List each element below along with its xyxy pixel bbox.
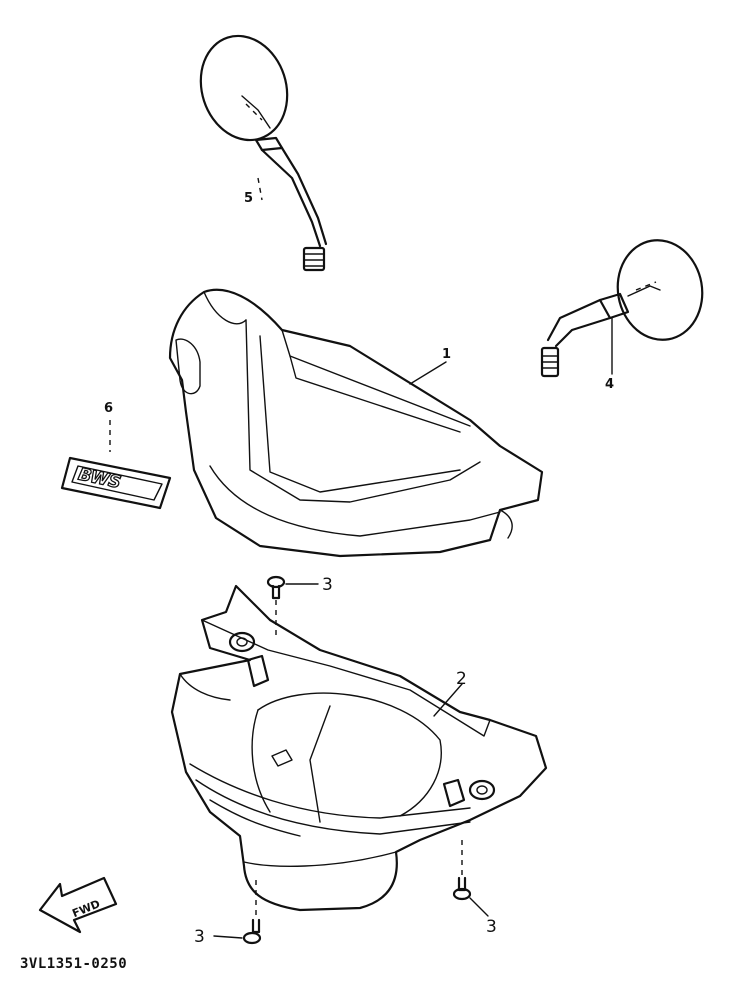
callout-3-right: 3 bbox=[486, 917, 497, 937]
callout-5: 5 bbox=[244, 191, 253, 206]
mirror-right-part-4 bbox=[540, 239, 704, 378]
callout-3-top: 3 bbox=[322, 575, 333, 595]
drawing-code: 3VL1351-0250 bbox=[20, 956, 127, 972]
screw-part-3-top bbox=[266, 575, 319, 640]
handlebar-cover-upper-part-1 bbox=[168, 288, 544, 558]
callout-4: 4 bbox=[605, 377, 614, 392]
emblem-text: BWS bbox=[76, 465, 122, 494]
screw-part-3-bottom bbox=[213, 880, 262, 945]
handlebar-cover-lower-part-2 bbox=[170, 584, 548, 912]
callout-6: 6 bbox=[104, 401, 113, 416]
emblem-part-6: BWS bbox=[60, 420, 172, 510]
screw-part-3-right bbox=[452, 840, 489, 917]
callout-1: 1 bbox=[442, 347, 451, 362]
callout-leaders bbox=[409, 361, 463, 717]
fwd-label: FWD bbox=[70, 897, 102, 920]
mirror-left-part-5 bbox=[199, 34, 328, 272]
callout-3-bottom: 3 bbox=[194, 927, 205, 947]
fwd-arrow-icon: FWD bbox=[38, 876, 118, 934]
callout-2: 2 bbox=[456, 669, 467, 689]
